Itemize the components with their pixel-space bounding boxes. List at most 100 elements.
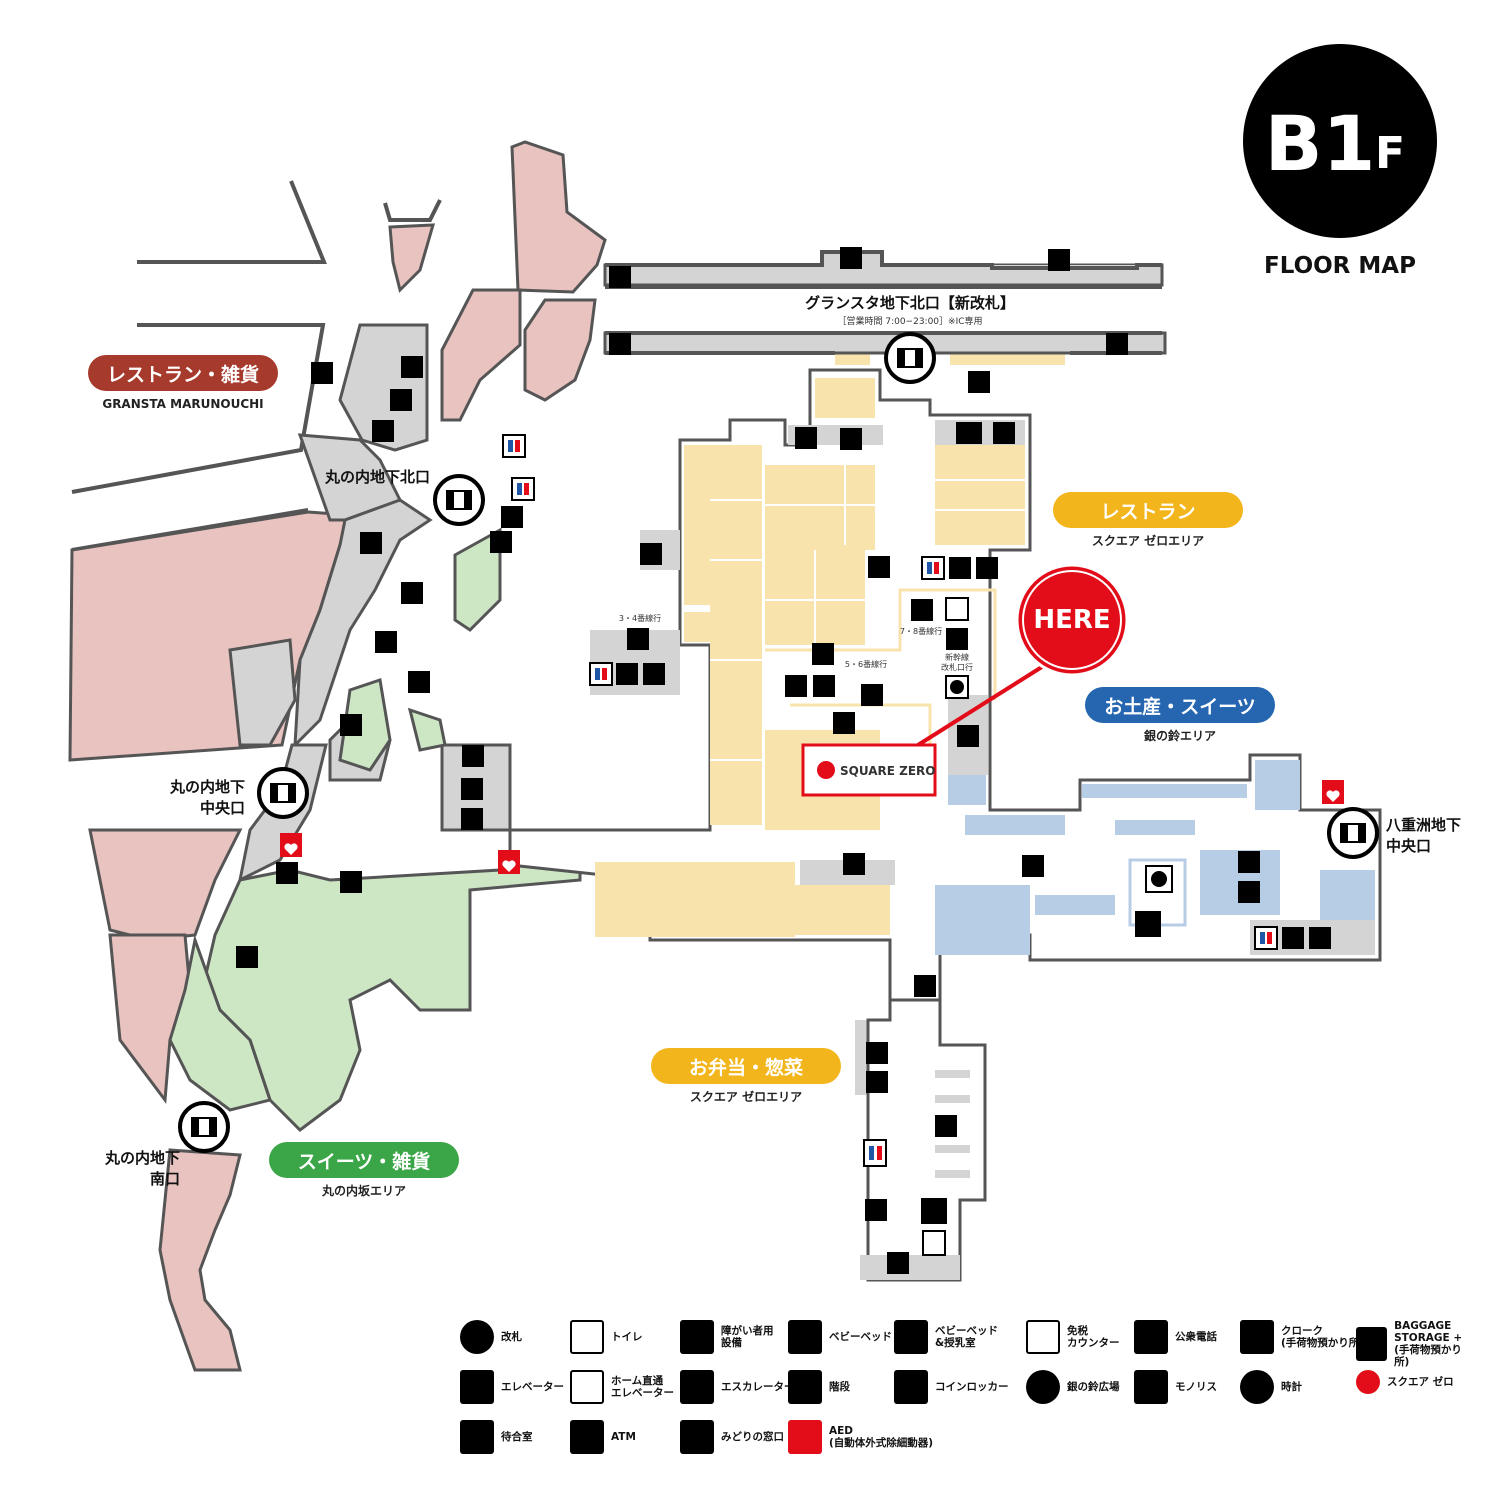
legend-item: ベビーベッド	[788, 1320, 892, 1354]
stairs-icon	[993, 422, 1015, 444]
gate-marker-maru-central	[257, 767, 309, 819]
accessible-toilet-icon	[1282, 927, 1304, 949]
area-sub-gransta: GRANSTA MARUNOUCHI	[102, 397, 264, 411]
floor-badge-main: B1	[1265, 99, 1376, 188]
floor-map-subtitle: FLOOR MAP	[1264, 253, 1416, 279]
nursing-room-icon	[1309, 927, 1331, 949]
legend-label: ベビーベッド	[829, 1331, 892, 1343]
gate-marker-north-new	[884, 332, 936, 384]
stairs-icon	[868, 556, 890, 578]
elevator-icon	[340, 871, 362, 893]
sweets-area-shops	[168, 527, 582, 1132]
baby-bed-icon	[788, 1320, 822, 1354]
legend-label: 障がい者用 設備	[721, 1325, 774, 1349]
gate-label-maru-south: 丸の内地下南口	[104, 1149, 180, 1188]
coin-locker-icon	[1106, 333, 1128, 355]
legend-label: 時計	[1281, 1381, 1302, 1393]
coin-locker-icon	[795, 427, 817, 449]
waiting-room-icon	[460, 1420, 494, 1454]
elevator-icon	[372, 420, 394, 442]
legend-item: エレベーター	[460, 1370, 564, 1404]
escalator-icon	[461, 778, 483, 800]
clock-icon	[945, 675, 969, 699]
legend-label: クローク (手荷物預かり所)	[1281, 1325, 1365, 1349]
legend-label: エレベーター	[501, 1381, 564, 1393]
legend-label: コインロッカー	[935, 1381, 1009, 1393]
monolith-icon	[813, 675, 835, 697]
baggage-storage-icon	[921, 1198, 947, 1224]
coin-locker-icon	[894, 1370, 928, 1404]
nursing-room-icon	[945, 597, 969, 621]
stairs-icon	[640, 543, 662, 565]
area-sub-restaurant: スクエア ゼロエリア	[1091, 534, 1205, 548]
legend-item: クローク (手荷物預かり所)	[1240, 1320, 1364, 1354]
area-pill-sweets: スイーツ・雑貨	[269, 1142, 459, 1178]
souvenir-area-shops	[935, 760, 1375, 955]
gate-hours-north-new: ［営業時間 7:00−23:00］※IC専用	[837, 315, 982, 327]
legend-item: コインロッカー	[894, 1370, 1009, 1404]
accessible-toilet-icon	[680, 1320, 714, 1354]
legend-label: 改札	[501, 1331, 522, 1343]
coin-locker-icon	[866, 1042, 888, 1064]
ticket-office-icon	[360, 532, 382, 554]
legend-item: ベビーベッド &授乳室	[894, 1320, 998, 1354]
legend-label: エスカレーター	[721, 1381, 795, 1393]
legend-item: ATM	[570, 1420, 636, 1454]
elevator-icon	[1022, 855, 1044, 877]
legend-item: スクエア ゼロ	[1356, 1370, 1454, 1394]
atm-icon	[570, 1420, 604, 1454]
toilet-icon	[863, 1139, 887, 1167]
legend-item: ホーム直通 エレベーター	[570, 1370, 674, 1404]
platform-elevator-icon	[570, 1370, 604, 1404]
phone-icon	[861, 684, 883, 706]
area-sub-bento: スクエア ゼロエリア	[689, 1090, 803, 1104]
baby-bed-icon	[490, 531, 512, 553]
platform-elevator-icon	[609, 333, 631, 355]
legend-item: BAGGAGE STORAGE + (手荷物預かり所)	[1356, 1320, 1470, 1368]
legend-label: 公衆電話	[1175, 1331, 1217, 1343]
baggage-storage-icon	[1356, 1327, 1388, 1361]
coin-locker-icon	[935, 1115, 957, 1137]
accessible-toilet-icon	[501, 506, 523, 528]
legend: 改札 トイレ 障がい者用 設備 ベビーベッドベビーベッド &授乳室免税 カウンター 公衆…	[460, 1320, 1470, 1470]
escalator-icon	[375, 631, 397, 653]
square-zero-icon	[1356, 1370, 1380, 1394]
legend-label: 待合室	[501, 1431, 533, 1443]
area-sub-sweets: 丸の内坂エリア	[321, 1184, 406, 1198]
nursing-room-icon	[957, 725, 979, 747]
floor-badge	[1243, 44, 1437, 238]
platform-label-78: 7・8番線行	[900, 626, 942, 636]
escalator-icon	[833, 712, 855, 734]
aed-icon	[1322, 780, 1344, 804]
legend-item: AED (自動体外式除細動器)	[788, 1420, 933, 1454]
tax-free-icon	[1026, 1320, 1060, 1354]
cloak-icon	[1240, 1320, 1274, 1354]
legend-label: スクエア ゼロ	[1387, 1376, 1454, 1388]
map-icons	[236, 247, 1344, 1274]
escalator-icon	[866, 1071, 888, 1093]
tax-free-icon	[922, 1230, 946, 1256]
escalator-icon	[276, 862, 298, 884]
gate-marker-maru-north	[433, 474, 485, 526]
elevator-icon	[461, 808, 483, 830]
gate-marker-yaesu	[1327, 807, 1379, 859]
aed-icon	[498, 850, 520, 874]
here-marker	[1015, 563, 1129, 677]
legend-item: 時計	[1240, 1370, 1302, 1404]
legend-item: 免税 カウンター	[1026, 1320, 1120, 1354]
legend-label: トイレ	[611, 1331, 643, 1343]
stairs-icon	[914, 975, 936, 997]
toilet-icon	[589, 662, 613, 686]
coin-locker-icon	[887, 1252, 909, 1274]
coin-locker-icon	[968, 371, 990, 393]
area-pill-souvenir: お土産・スイーツ	[1085, 687, 1275, 723]
clock-icon	[1240, 1370, 1274, 1404]
square-zero-label: SQUARE ZERO	[840, 764, 935, 778]
north-walls	[605, 250, 1162, 355]
legend-item: 障がい者用 設備	[680, 1320, 774, 1354]
accessible-toilet-icon	[949, 557, 971, 579]
platform-elevator-icon	[812, 643, 834, 665]
atm-icon	[401, 356, 423, 378]
legend-item: 待合室	[460, 1420, 533, 1454]
